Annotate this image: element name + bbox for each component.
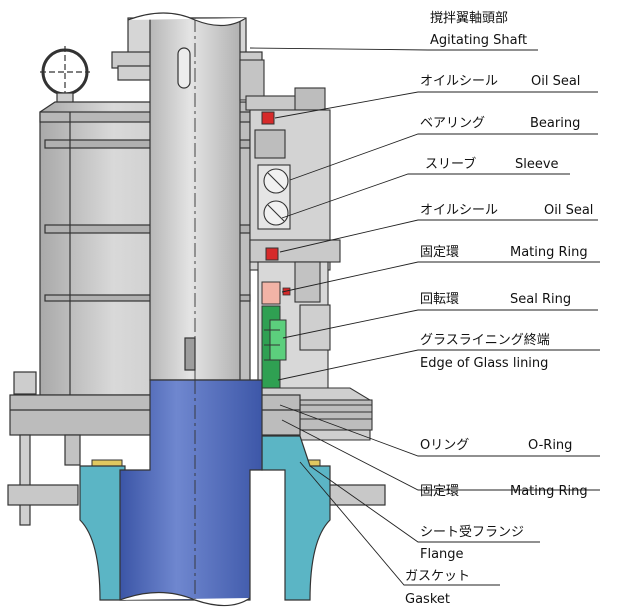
gasket-left — [91, 459, 123, 467]
agitating-shaft-lower — [119, 379, 263, 601]
label-flange-en: Flange — [420, 547, 464, 562]
label-sleeve-en: Sleeve — [515, 157, 559, 172]
label-oil-seal-bottom-en: Oil Seal — [544, 203, 593, 218]
label-seal-ring-en: Seal Ring — [510, 292, 571, 307]
label-glass-lining-jp: グラスライニング終端 — [420, 332, 550, 348]
shaft-break-line — [119, 591, 251, 607]
label-glass-lining-en: Edge of Glass lining — [420, 356, 548, 371]
lifting-eye — [40, 46, 90, 108]
label-oil-seal-top-jp: オイルシール — [420, 74, 498, 89]
label-bearing-jp: ベアリング — [420, 116, 485, 131]
oil-seal-bottom — [265, 247, 279, 261]
label-mating-ring-bottom-jp: 固定環 — [420, 484, 459, 499]
label-agitating-shaft-jp: 撹拌翼軸頭部 — [430, 11, 508, 26]
agitating-shaft-upper — [111, 17, 263, 381]
label-bearing-en: Bearing — [530, 116, 580, 131]
labels: 撹拌翼軸頭部 Agitating Shaft オイルシール Oil Seal ベ… — [405, 11, 593, 607]
label-gasket-jp: ガスケット — [405, 569, 470, 584]
label-flange-jp: シート受フランジ — [420, 525, 524, 540]
label-mating-ring-bottom-en: Mating Ring — [510, 484, 588, 499]
label-o-ring-en: O-Ring — [528, 438, 572, 453]
seal-ring — [261, 305, 287, 389]
label-gasket-en: Gasket — [405, 592, 450, 607]
label-mating-ring-top-en: Mating Ring — [510, 245, 588, 260]
label-agitating-shaft-en: Agitating Shaft — [430, 33, 527, 48]
label-o-ring-jp: Oリング — [420, 438, 469, 453]
label-oil-seal-top-en: Oil Seal — [531, 74, 580, 89]
label-oil-seal-bottom-jp: オイルシール — [420, 203, 498, 218]
label-mating-ring-top-jp: 固定環 — [420, 245, 459, 260]
label-sleeve-jp: スリーブ — [425, 156, 476, 172]
shaft-break-line-top — [127, 12, 247, 27]
mating-ring-top — [261, 281, 281, 305]
leader-lines — [249, 47, 600, 586]
label-seal-ring-jp: 回転環 — [420, 292, 459, 307]
oil-seal-top — [261, 111, 275, 125]
